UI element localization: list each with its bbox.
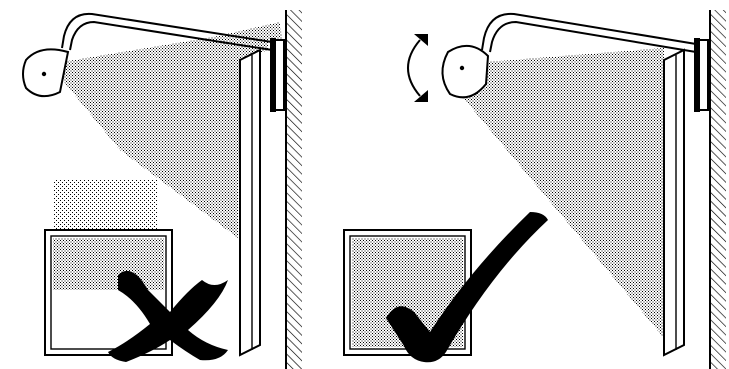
right-frame [663,48,685,357]
cross-mark-icon [108,270,228,362]
left-picture-inner [50,235,167,350]
right-lamp-arm [481,12,697,51]
right-wall-hatching [710,10,726,369]
tilt-arrows-icon [407,34,428,102]
left-picture-outer [44,229,173,356]
left-glare-strip [200,22,282,50]
left-frame [239,48,261,357]
left-picture-light [53,238,164,290]
left-light-patch [54,180,158,232]
right-light-cone [450,48,664,338]
check-mark-icon [386,212,548,363]
left-lamp-arm [61,12,273,49]
left-light-cone [62,28,268,238]
left-wall-hatching [286,10,302,369]
left-panel [22,10,302,369]
right-panel [343,10,726,369]
right-lamp-head [441,45,490,99]
